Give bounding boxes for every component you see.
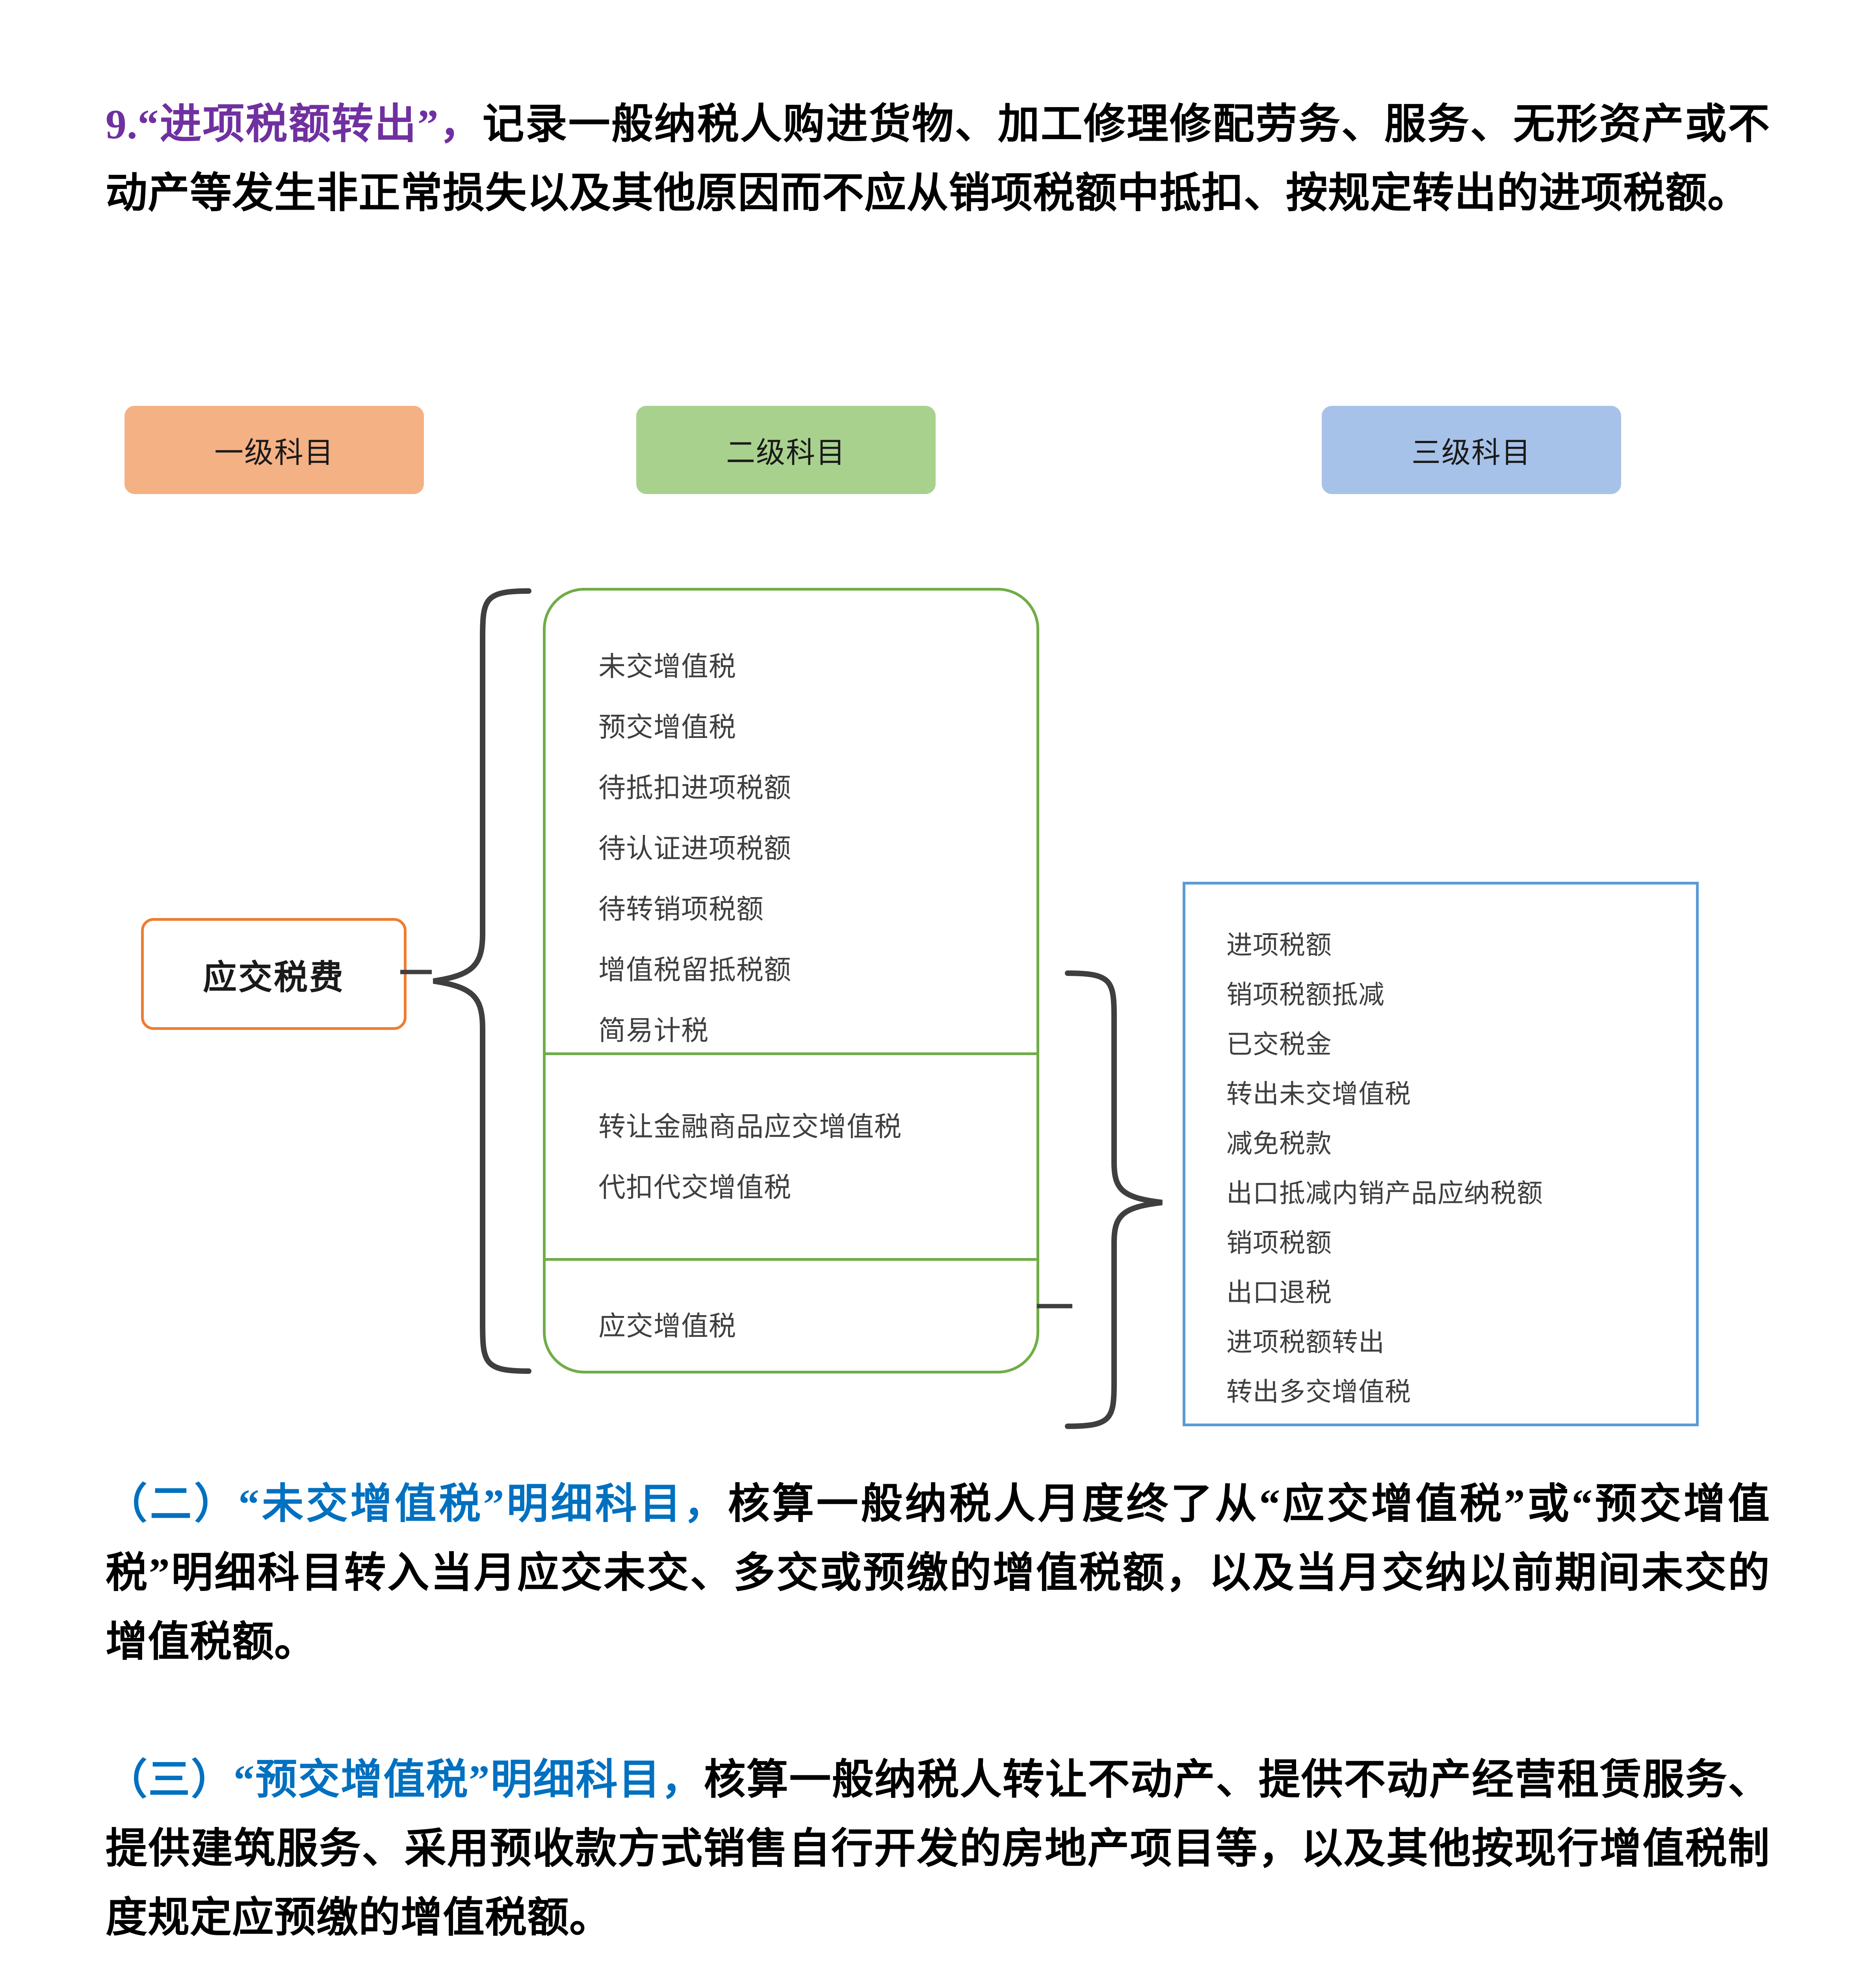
level2-to-level3-connector-line [1037, 1304, 1072, 1308]
paragraph-9-body: 记录一般纳税人购进货物、加工修理修配劳务、服务、无形资产或不动产等发生非正常损失… [106, 101, 1770, 216]
level2-item: 转让金融商品应交增值税 [598, 1111, 902, 1143]
level2-item: 应交增值税 [598, 1310, 736, 1342]
level2-item: 代扣代交增值税 [598, 1172, 791, 1203]
level3-item: 减免税款 [1226, 1128, 1332, 1159]
legend-chip-level3-label: 三级科目 [1412, 435, 1531, 470]
level3-item: 出口退税 [1226, 1277, 1332, 1308]
level3-item: 转出未交增值税 [1226, 1079, 1411, 1109]
legend-chip-level3: 三级科目 [1322, 406, 1621, 494]
brace-level2-to-level3 [1065, 970, 1163, 1429]
paragraph-2: （二）“未交增值税”明细科目，核算一般纳税人月度终了从“应交增值税”或“预交增值… [106, 1470, 1770, 1676]
paragraph-2-heading: （二）“未交增值税”明细科目， [106, 1481, 728, 1527]
level3-item: 进项税额 [1226, 930, 1332, 960]
level2-item: 未交增值税 [598, 651, 736, 682]
level3-item: 出口抵减内销产品应纳税额 [1226, 1178, 1543, 1208]
paragraph-2-body: 核算一般纳税人月度终了从“应交增值税”或“预交增值税”明细科目转入当月应交未交、… [106, 1481, 1770, 1665]
legend-chip-level1-label: 一级科目 [214, 435, 334, 470]
level3-item: 销项税额抵减 [1226, 979, 1385, 1010]
paragraph-9-heading: 9.“进项税额转出”， [106, 101, 483, 147]
level2-item: 待认证进项税额 [598, 833, 791, 864]
level3-item: 进项税额转出 [1226, 1327, 1385, 1357]
paragraph-9: 9.“进项税额转出”，记录一般纳税人购进货物、加工修理修配劳务、服务、无形资产或… [106, 90, 1770, 228]
level2-section-1: 未交增值税 预交增值税 待抵扣进项税额 待认证进项税额 待转销项税额 增值税留抵… [546, 591, 1036, 1052]
legend-chip-level1: 一级科目 [124, 406, 424, 494]
paragraph-3: （三）“预交增值税”明细科目，核算一般纳税人转让不动产、提供不动产经营租赁服务、… [106, 1745, 1770, 1952]
paragraph-3-body: 核算一般纳税人转让不动产、提供不动产经营租赁服务、提供建筑服务、采用预收款方式销… [106, 1757, 1770, 1941]
level2-section-3: 应交增值税 [546, 1258, 1036, 1376]
root-node-account: 应交税费 [141, 918, 407, 1030]
level2-divider-2 [546, 1258, 1036, 1261]
level2-item: 待转销项税额 [598, 894, 764, 925]
brace-level1-to-level2 [433, 588, 531, 1374]
level2-item: 待抵扣进项税额 [598, 772, 791, 804]
level3-item: 已交税金 [1226, 1029, 1332, 1059]
level2-item: 预交增值税 [598, 712, 736, 743]
root-node-label: 应交税费 [203, 957, 345, 997]
level3-container: 进项税额 销项税额抵减 已交税金 转出未交增值税 减免税款 出口抵减内销产品应纳… [1183, 882, 1699, 1426]
legend-chip-level2-label: 二级科目 [726, 435, 846, 470]
level3-item: 销项税额 [1226, 1228, 1332, 1258]
legend-chip-level2: 二级科目 [636, 406, 936, 494]
root-connector-line [400, 970, 432, 974]
level2-container: 未交增值税 预交增值税 待抵扣进项税额 待认证进项税额 待转销项税额 增值税留抵… [543, 588, 1039, 1373]
level2-item: 增值税留抵税额 [598, 954, 791, 986]
paragraph-3-heading: （三）“预交增值税”明细科目， [106, 1757, 704, 1803]
level2-divider-1 [546, 1052, 1036, 1055]
level3-item: 转出多交增值税 [1226, 1377, 1411, 1407]
level2-item: 简易计税 [598, 1015, 709, 1046]
level2-section-2: 转让金融商品应交增值税 代扣代交增值税 [546, 1052, 1036, 1258]
